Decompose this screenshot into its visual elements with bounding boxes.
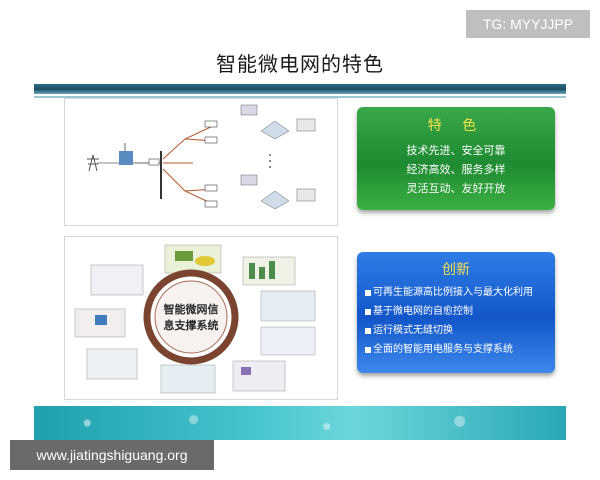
module-thumbnail <box>232 360 286 392</box>
features-line: 技术先进、安全可靠 <box>406 144 506 157</box>
module-thumbnail <box>86 348 138 380</box>
module-thumbnail <box>260 290 316 322</box>
list-item: 可再生能源高比例接入与最大化利用 <box>365 283 555 302</box>
hub-label-line2: 息支撑系统 <box>164 318 219 332</box>
innovation-item-text: 全面的智能用电服务与支撑系统 <box>373 344 513 355</box>
list-item: 全面的智能用电服务与支撑系统 <box>365 340 555 359</box>
innovation-box: 创新 可再生能源高比例接入与最大化利用 基于微电网的自愈控制 运行模式无缝切换 … <box>357 252 555 373</box>
title-divider <box>34 84 566 94</box>
network-diagram <box>64 98 338 226</box>
title-divider-thin <box>34 96 566 98</box>
support-system-diagram: 智能微网信 息支撑系统 <box>64 236 338 400</box>
features-heading: 特 色 <box>427 118 485 134</box>
bullet-icon <box>365 308 371 315</box>
list-item: 运行模式无缝切换 <box>365 321 555 340</box>
innovation-item-text: 基于微电网的自愈控制 <box>373 306 473 317</box>
module-thumbnail <box>160 364 216 394</box>
innovation-item-text: 运行模式无缝切换 <box>373 325 453 336</box>
features-line: 灵活互动、友好开放 <box>406 182 506 195</box>
bullet-icon <box>365 289 371 296</box>
network-diagram-graphic <box>87 104 316 210</box>
site-watermark: www.jiatingshiguang.org <box>10 440 214 470</box>
module-thumbnail <box>90 264 144 296</box>
load-icon <box>240 104 316 140</box>
substation-icon <box>119 151 133 165</box>
page-title: 智能微电网的特色 <box>216 52 384 76</box>
bullet-icon <box>365 346 371 353</box>
features-line: 经济高效、服务多样 <box>406 163 506 176</box>
module-thumbnail <box>260 326 316 356</box>
features-box: 特 色 技术先进、安全可靠 经济高效、服务多样 灵活互动、友好开放 <box>357 107 555 210</box>
innovation-list: 可再生能源高比例接入与最大化利用 基于微电网的自愈控制 运行模式无缝切换 全面的… <box>357 279 555 359</box>
hub-label-line1: 智能微网信 <box>164 302 219 316</box>
innovation-item-text: 可再生能源高比例接入与最大化利用 <box>373 287 533 298</box>
bullet-icon <box>365 327 371 334</box>
tg-tag: TG: MYYJJPP <box>466 10 590 38</box>
support-system-graphic: 智能微网信 息支撑系统 <box>74 244 316 394</box>
decorative-water-band <box>34 406 566 440</box>
innovation-heading: 创新 <box>442 262 470 278</box>
pylon-icon <box>87 154 99 172</box>
load-icon <box>240 174 316 210</box>
list-item: 基于微电网的自愈控制 <box>365 302 555 321</box>
